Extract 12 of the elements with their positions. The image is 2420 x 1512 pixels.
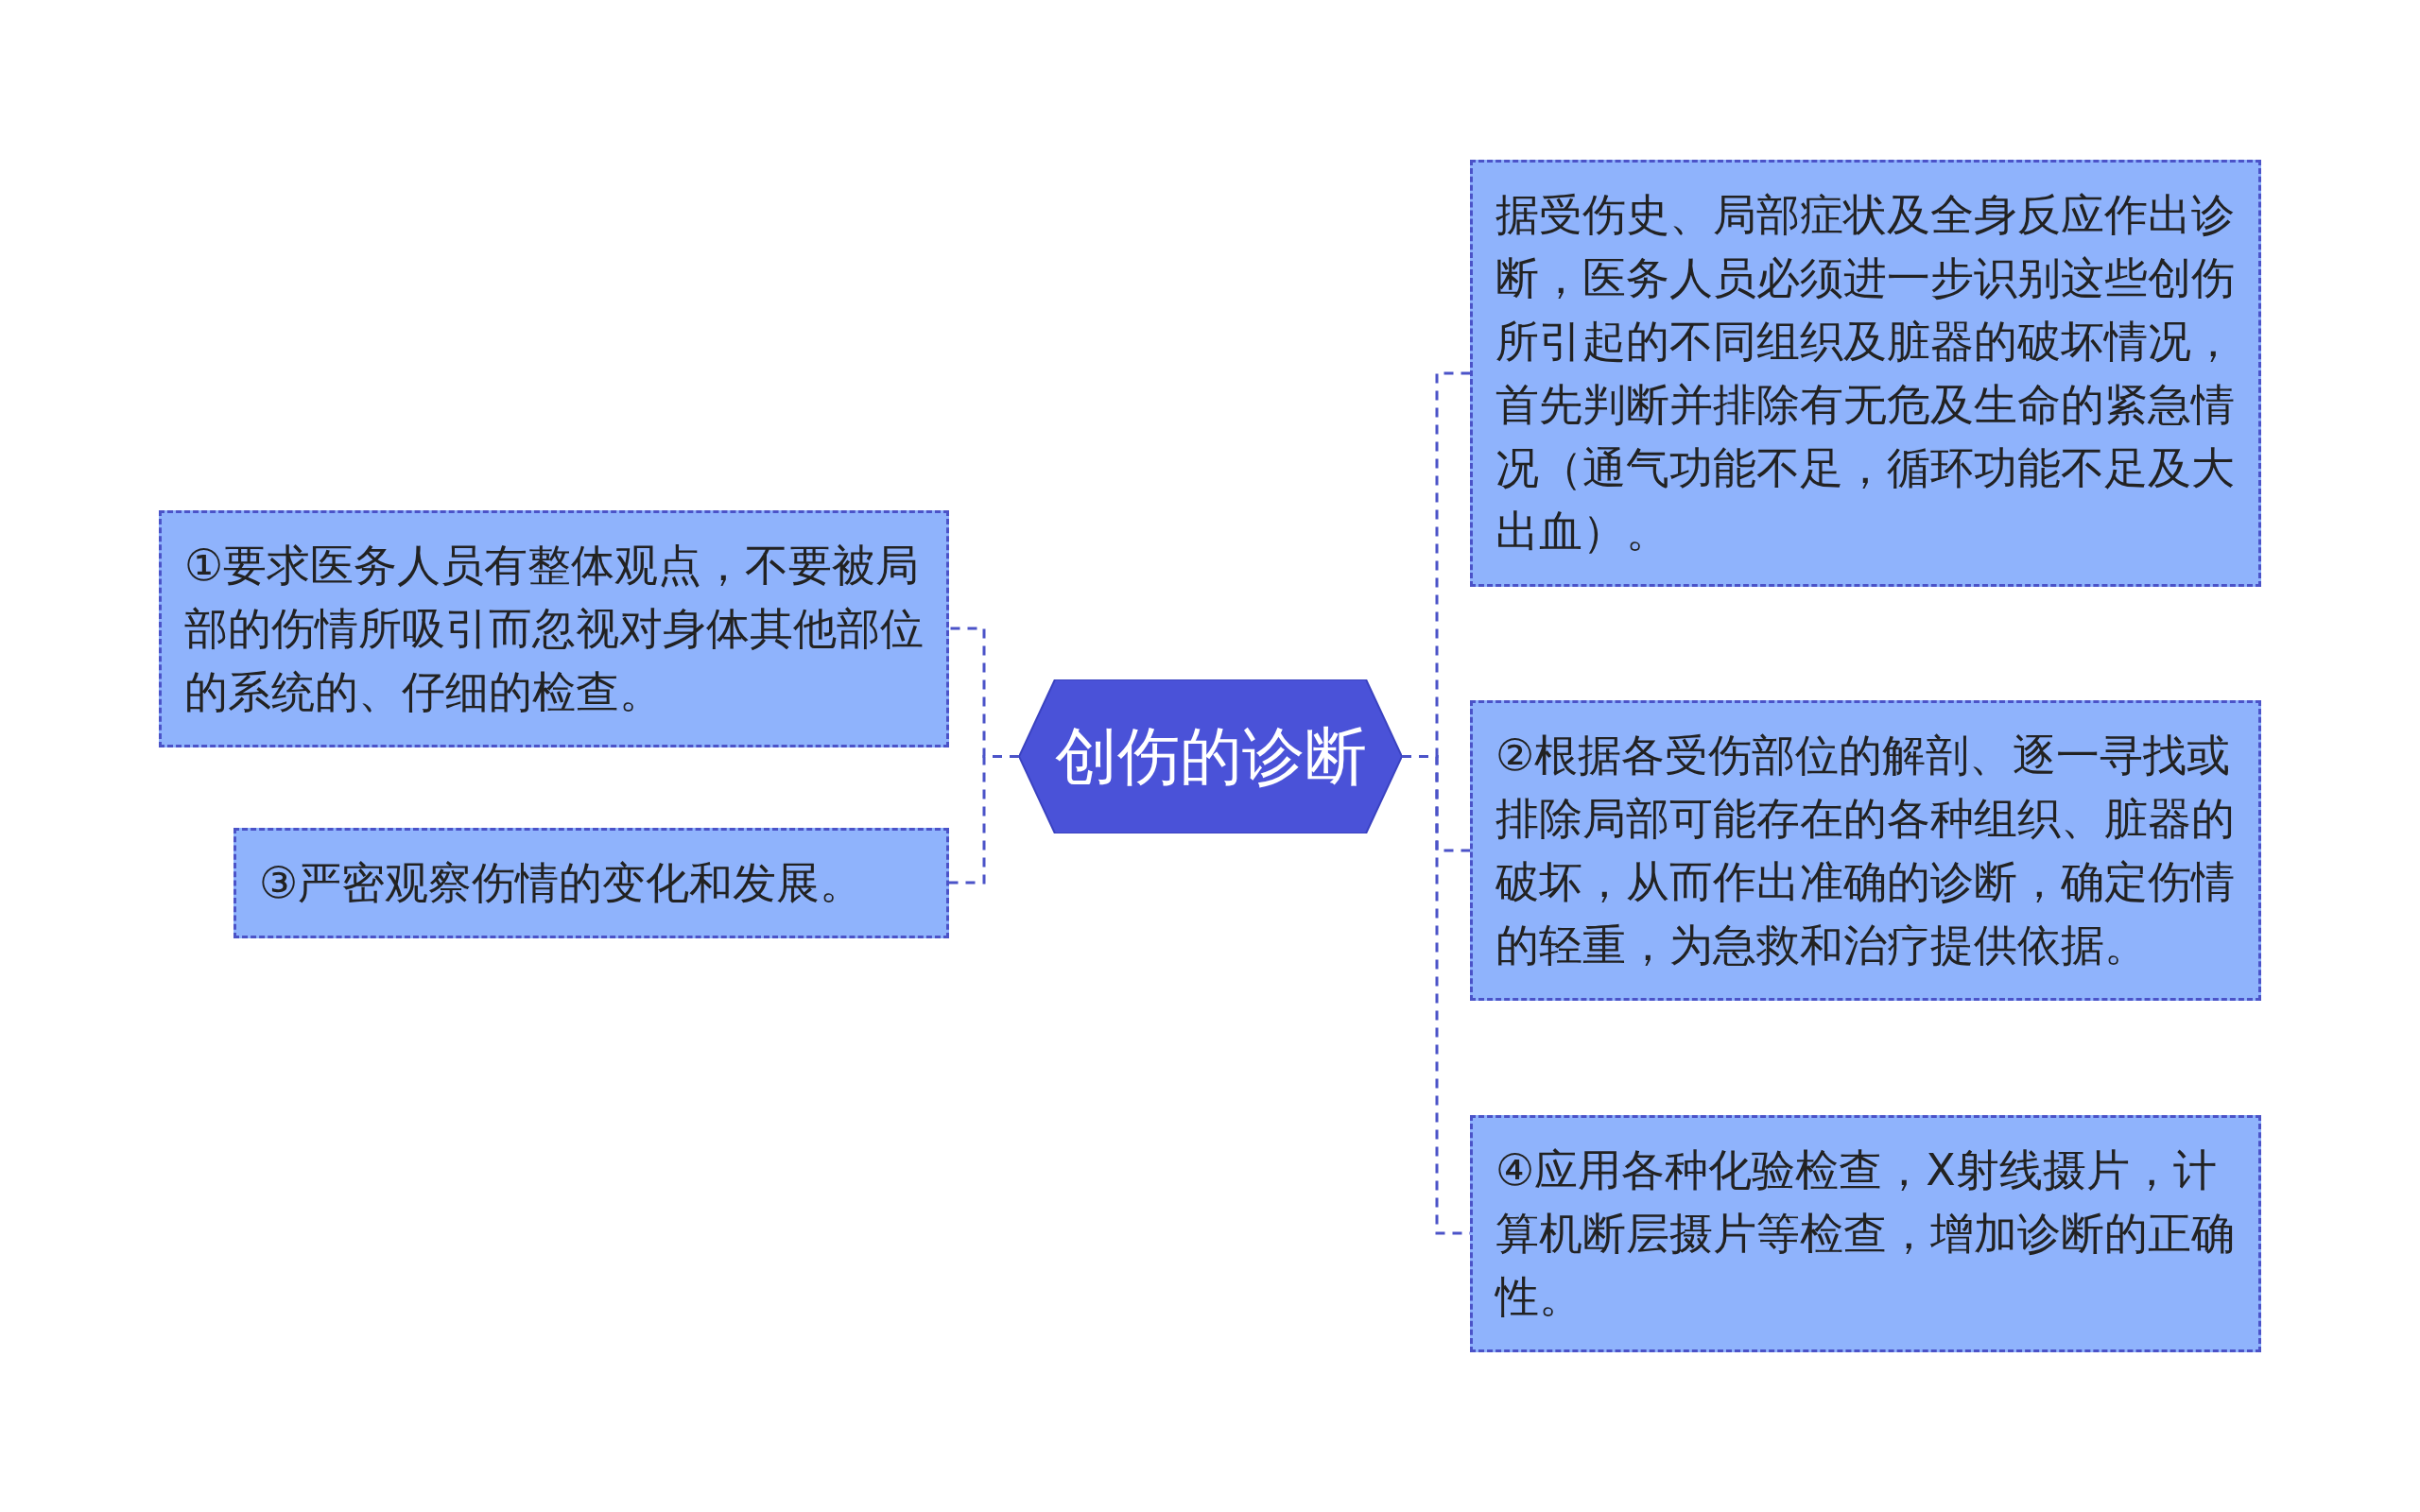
note-card	[1470, 160, 2261, 587]
note-text: ③严密观察伤情的变化和发展。	[259, 855, 865, 910]
note-card	[1470, 700, 2261, 1001]
note-card	[1470, 1114, 2261, 1352]
note-card	[233, 827, 949, 938]
note-text: 据受伤史、局部症状及全身反应作出诊断，医务人员必须进一步识别这些创伤所引起的不同组织及脏器的破坏情况，首先判断并排除有无危及生命的紧急情况（通气功能不足，循环功能不足及大出血）。	[1495, 188, 2236, 558]
note-text: ④应用各种化验检查，X射线摄片，计算机断层摄片等检查，增加诊断的正确性。	[1495, 1143, 2236, 1324]
note-text: ②根据各受伤部位的解剖、逐一寻找或排除局部可能存在的各种组织、脏器的破坏，从而作出准确的诊断，确定伤情的轻重，为急救和治疗提供依据。	[1495, 729, 2236, 972]
topic-title: 创伤的诊断	[1054, 718, 1367, 795]
note-card	[159, 509, 949, 747]
note-text: ①要求医务人员有整体观点，不要被局部的伤情所吸引而忽视对身体其他部位的系统的、仔细的检查。	[184, 538, 924, 719]
connector-line	[949, 755, 1019, 885]
